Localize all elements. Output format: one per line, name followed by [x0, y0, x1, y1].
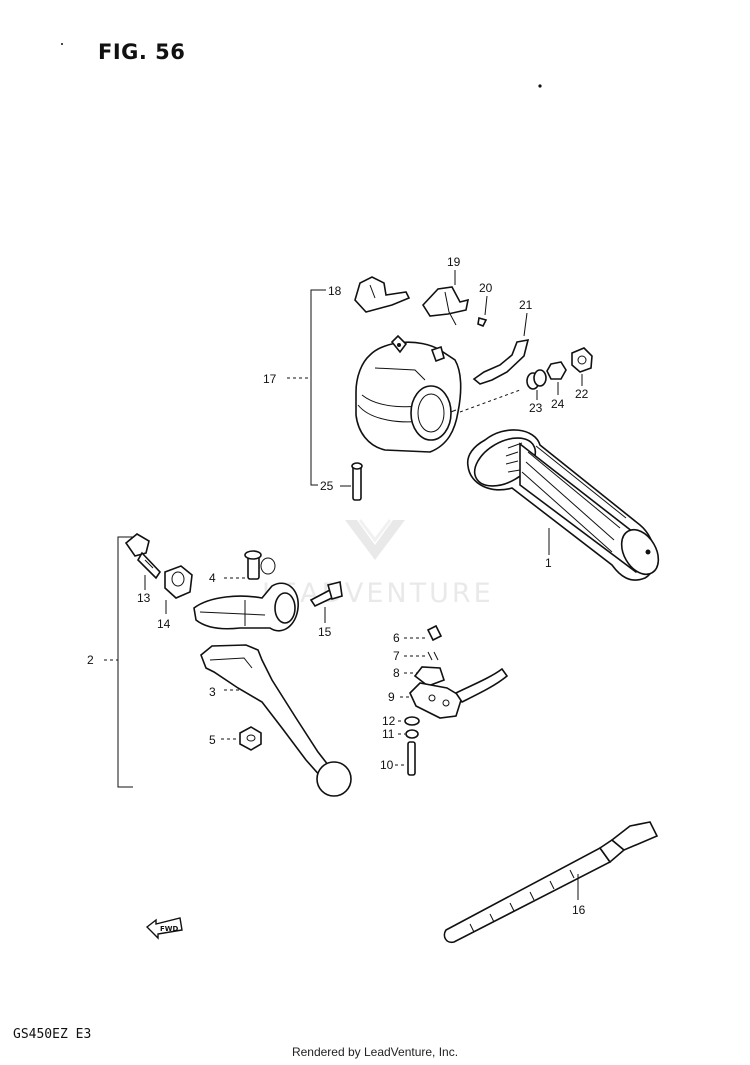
callout-20: 20	[479, 281, 493, 295]
callout-23: 23	[529, 401, 543, 415]
figure-title: FIG. 56	[98, 40, 186, 64]
callout-13: 13	[137, 591, 151, 605]
watermark-text: LEADVENTURE	[262, 578, 494, 609]
callout-15: 15	[318, 625, 332, 639]
screw-10	[407, 741, 416, 776]
callout-14: 14	[157, 617, 171, 631]
clutch-switch-group	[395, 624, 509, 776]
watermark: LEADVENTURE	[262, 519, 494, 609]
throttle-clip-21	[472, 338, 530, 385]
nut-24	[546, 361, 567, 395]
callout-22: 22	[575, 387, 589, 401]
callout-2: 2	[87, 653, 94, 667]
washer-11	[405, 729, 419, 739]
callout-7: 7	[393, 649, 400, 663]
callout-5: 5	[209, 733, 216, 747]
model-code: GS450EZ E3	[13, 1027, 92, 1042]
bolt-13	[124, 533, 162, 590]
bolt-4	[224, 550, 276, 580]
washer-23	[526, 369, 547, 400]
stray-mark	[61, 43, 63, 45]
callout-24: 24	[551, 397, 565, 411]
callout-8: 8	[393, 666, 400, 680]
switch-holder-9	[409, 682, 463, 719]
clutch-lever-group	[104, 533, 352, 797]
callout-6: 6	[393, 631, 400, 645]
callout-3: 3	[209, 685, 216, 699]
callout-10: 10	[380, 758, 394, 772]
forward-direction-mark: FWD	[145, 917, 183, 940]
callout-18: 18	[328, 284, 342, 298]
clutch-lever	[200, 644, 334, 780]
callout-1: 1	[545, 556, 552, 570]
washer-12	[404, 716, 420, 726]
screw-20	[477, 316, 488, 328]
callout-12: 12	[382, 714, 396, 728]
callout-4: 4	[209, 571, 216, 585]
callout-labels: 1 2 3 4 5 6 7 8 9 10 11 12 13 14 15 16 1…	[87, 255, 589, 917]
stray-mark	[538, 84, 542, 88]
callout-16: 16	[572, 903, 586, 917]
throttle-grip	[466, 429, 660, 581]
switch-housing-group	[287, 270, 593, 501]
render-credit: Rendered by LeadVenture, Inc.	[291, 1045, 459, 1059]
lever-holder	[193, 582, 299, 632]
callout-17: 17	[263, 372, 277, 386]
callout-21: 21	[519, 298, 533, 312]
callout-9: 9	[388, 690, 395, 704]
screw-25	[340, 462, 363, 501]
callout-19: 19	[447, 255, 461, 269]
callout-11: 11	[382, 727, 395, 741]
nut-5	[221, 726, 262, 751]
fwd-label: FWD	[160, 925, 179, 933]
switch-bracket-19	[421, 286, 470, 317]
callout-25: 25	[320, 479, 334, 493]
cap-nut-22	[571, 347, 593, 386]
screw-6	[426, 624, 443, 642]
switch-cover-18	[354, 276, 411, 313]
screw-15	[309, 581, 343, 623]
spacer-14	[164, 565, 193, 614]
cable-tie	[443, 821, 659, 944]
spring-7	[427, 651, 439, 661]
